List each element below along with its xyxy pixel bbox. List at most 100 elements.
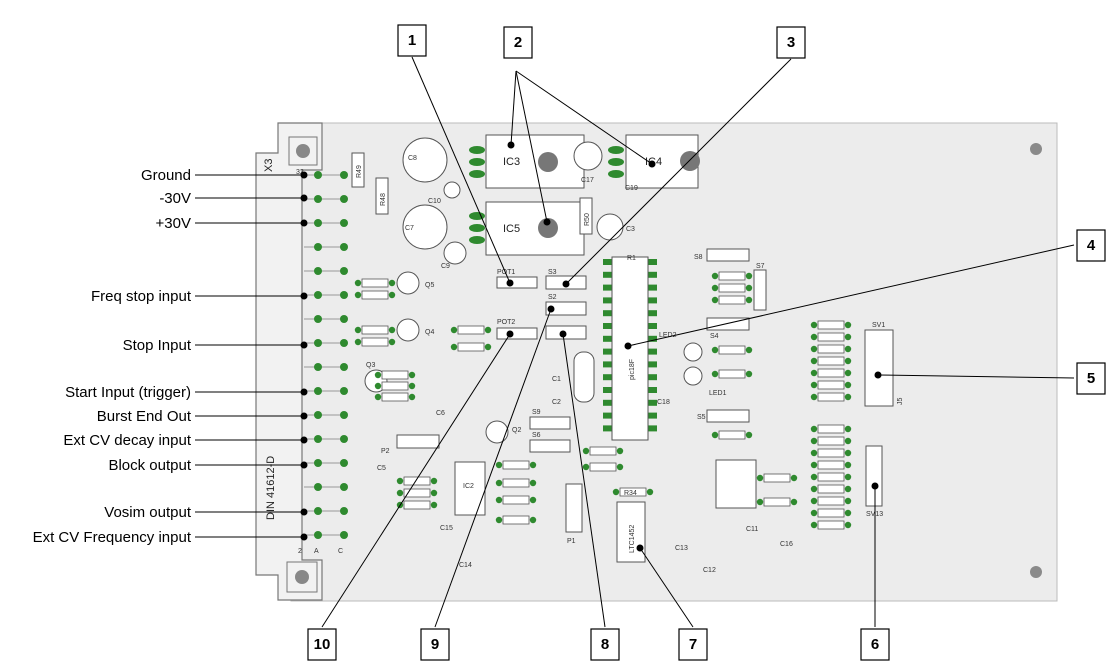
resistor-pad [388,291,396,299]
callout-label: -30V [159,190,191,207]
callout-label: Burst End Out [97,408,192,425]
resistor [817,448,845,458]
transistor-q4: Q4 [396,318,434,342]
resistor [718,271,746,281]
leader-dot [543,218,551,226]
s9-header: S9 [529,409,571,430]
resistor [361,290,389,300]
resistor [381,381,409,391]
p1-trimmer: P1 [565,483,583,545]
resistor-pad [616,463,624,471]
q4-label: Q4 [425,329,434,336]
ltc-label: LTC1452 [629,525,636,553]
resistor-pad [810,461,818,469]
q5-label: Q5 [425,282,434,289]
pin-c [340,459,348,467]
resistor-pad [529,461,537,469]
callout-label: Vosim output [104,504,192,521]
regulator-ic4: IC4 [625,134,700,189]
resistor-pad [844,425,852,433]
led1: LED1 [683,366,727,397]
chip-pin [603,310,612,317]
resistor-pad [388,279,396,287]
chip-pin [648,374,657,381]
sv1-label: SV1 [872,322,885,329]
pin-a [314,507,322,515]
resistor-pad [711,296,719,304]
pin-a [314,267,322,275]
pin-c [340,483,348,491]
chip-pin [603,387,612,393]
s8-header: S8 [694,248,750,262]
pin-a [314,315,322,323]
resistor [817,368,845,378]
resistor [817,392,845,402]
pin-a [314,219,322,227]
pin-c [340,195,348,203]
c14-label: C14 [459,562,472,569]
ic2-chip: IC2 [454,461,486,516]
c16-label: C16 [780,541,793,548]
resistor [457,325,485,335]
resistor [718,430,746,440]
s7-label: S7 [756,263,765,270]
resistor-pad [484,326,492,334]
pot2-header: POT2 [496,319,538,340]
callout-dot [300,461,308,469]
resistor [817,508,845,518]
resistor-pad [844,473,852,481]
resistor-pad [711,431,719,439]
number-box [590,628,620,661]
mounting-hole-tr [1030,143,1042,155]
resistor-pad [612,488,620,496]
callout-label: Ext CV Frequency input [33,529,192,546]
chip-pin [648,412,657,419]
resistor-pad [374,382,382,390]
resistor-pad [711,370,719,378]
resistor [718,283,746,293]
c6-label: C6 [436,410,445,417]
transistor-q5: Q5 [396,271,434,295]
chip-pin [648,348,657,355]
resistor-pad [495,496,503,504]
chip-pin [648,323,657,329]
pin-a [314,243,322,251]
pin-c [340,171,348,179]
callout-dot [300,171,308,179]
callout-label: Stop Input [123,337,192,354]
resistor [361,325,389,335]
pot1-label: POT1 [497,269,515,276]
resistor [403,476,431,486]
resistor-pad [756,474,764,482]
chip-pin [603,425,612,432]
resistor [718,369,746,379]
resistor-pad [711,346,719,354]
din-label: DIN 41612-D [265,456,277,520]
resistor [361,278,389,288]
s6-header: S6 [529,432,571,453]
number-box-label: 4 [1087,237,1096,254]
resistor-pad [844,321,852,329]
resistor [381,392,409,402]
leader-line [627,244,1075,347]
number-box-label: 1 [408,32,416,49]
led2-label: LED2 [659,332,677,339]
chip-pin [603,348,612,355]
callout-dot [300,292,308,300]
resistor-pad [844,357,852,365]
regulator-pads [469,146,624,244]
c3-label: C3 [626,226,635,233]
resistor [817,520,845,530]
pin-a [314,483,322,491]
leader-line [562,333,606,628]
resistor-pad [408,371,416,379]
q3-label: Q3 [366,362,375,369]
resistor-pad [430,489,438,497]
leader-dot [507,141,515,149]
resistor-pad [844,393,852,401]
resistor-pad [745,284,753,292]
ic3-label: IC3 [503,156,520,168]
pin-a [314,459,322,467]
